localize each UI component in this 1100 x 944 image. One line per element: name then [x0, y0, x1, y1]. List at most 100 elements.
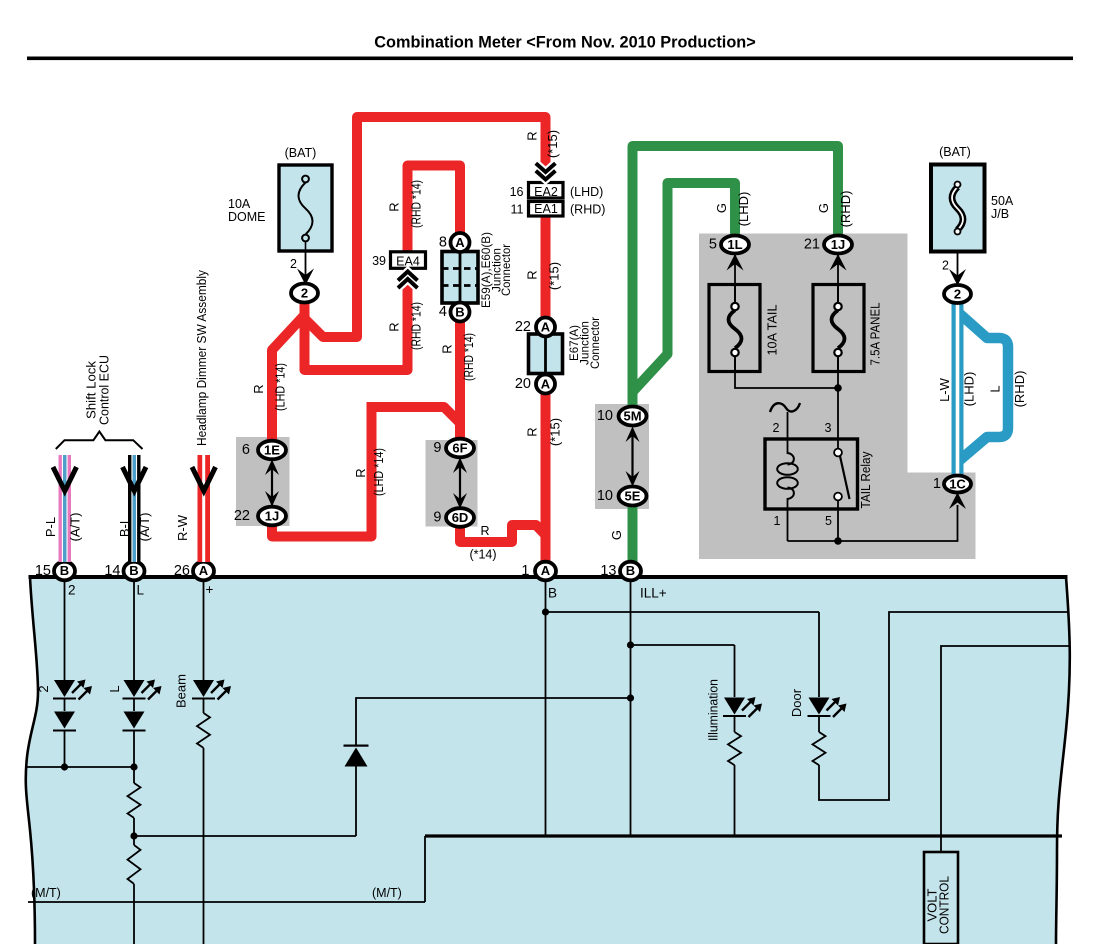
svg-text:2: 2 [954, 287, 961, 302]
svg-text:L: L [988, 385, 1003, 392]
svg-text:A: A [199, 563, 209, 578]
svg-text:(*15): (*15) [548, 418, 563, 446]
svg-text:B: B [60, 563, 69, 578]
svg-text:EA2: EA2 [534, 185, 558, 199]
svg-text:(RHD): (RHD) [1012, 371, 1027, 408]
svg-text:11: 11 [511, 203, 524, 217]
svg-text:1: 1 [521, 563, 529, 579]
svg-text:L-W: L-W [937, 377, 952, 402]
svg-text:5E: 5E [625, 489, 641, 504]
svg-text:(M/T): (M/T) [31, 886, 61, 900]
svg-text:(*14): (*14) [469, 548, 496, 562]
svg-text:16: 16 [510, 185, 524, 199]
svg-text:B: B [455, 305, 464, 320]
svg-text:39: 39 [372, 254, 386, 268]
svg-text:Junction: Junction [578, 321, 592, 365]
svg-text:21: 21 [804, 237, 820, 253]
svg-text:10: 10 [597, 488, 613, 504]
svg-text:(BAT): (BAT) [285, 146, 317, 160]
svg-text:5: 5 [825, 514, 832, 528]
svg-text:EA4: EA4 [396, 255, 420, 269]
svg-text:9: 9 [433, 510, 441, 526]
svg-text:B: B [626, 563, 635, 578]
svg-text:Junction: Junction [489, 248, 503, 292]
svg-text:Beam: Beam [174, 674, 189, 708]
svg-text:B: B [548, 586, 557, 601]
svg-text:(RHD *14): (RHD *14) [409, 180, 424, 228]
svg-text:G: G [816, 203, 831, 213]
svg-text:B: B [129, 563, 138, 578]
svg-text:Shift Lock: Shift Lock [84, 361, 99, 419]
svg-text:VOLT: VOLT [925, 888, 940, 921]
svg-text:E67(A): E67(A) [567, 325, 581, 361]
svg-text:CONTROL: CONTROL [937, 876, 952, 934]
svg-text:A: A [541, 377, 551, 392]
svg-text:Connector: Connector [499, 244, 513, 296]
svg-text:(*15): (*15) [545, 130, 560, 158]
svg-text:1: 1 [933, 476, 941, 492]
svg-text:6D: 6D [452, 510, 469, 525]
svg-text:2: 2 [301, 286, 308, 301]
svg-text:1E: 1E [264, 443, 280, 458]
svg-text:10A TAIL: 10A TAIL [764, 305, 779, 356]
svg-text:9: 9 [433, 440, 441, 456]
svg-text:ILL+: ILL+ [640, 586, 667, 601]
svg-text:L: L [107, 685, 122, 692]
svg-text:(A/T): (A/T) [68, 513, 83, 542]
svg-text:P-L: P-L [43, 517, 58, 537]
svg-text:6: 6 [242, 442, 250, 458]
svg-text:R: R [525, 131, 540, 140]
svg-text:13: 13 [600, 563, 616, 579]
svg-text:2: 2 [773, 421, 780, 435]
svg-text:7.5A PANEL: 7.5A PANEL [867, 303, 882, 366]
svg-text:(LHD): (LHD) [736, 192, 751, 227]
svg-text:(RHD *14): (RHD *14) [461, 333, 476, 381]
svg-text:15: 15 [35, 563, 51, 579]
svg-text:R: R [387, 322, 402, 331]
svg-text:22: 22 [515, 319, 531, 335]
svg-text:R-W: R-W [175, 514, 190, 541]
svg-text:E59(A),E60(B): E59(A),E60(B) [479, 232, 493, 308]
svg-text:(M/T): (M/T) [372, 886, 402, 900]
svg-text:14: 14 [104, 563, 120, 579]
svg-text:J/B: J/B [991, 207, 1009, 221]
svg-text:1: 1 [774, 514, 781, 528]
svg-text:R: R [440, 344, 455, 353]
svg-text:(RHD): (RHD) [838, 191, 853, 228]
svg-text:1L: 1L [727, 237, 742, 252]
svg-text:1J: 1J [831, 237, 845, 252]
svg-text:(BAT): (BAT) [939, 145, 971, 159]
svg-text:4: 4 [439, 304, 447, 320]
svg-text:22: 22 [234, 508, 250, 524]
svg-text:2: 2 [68, 583, 76, 598]
svg-text:R: R [480, 524, 489, 538]
svg-text:2: 2 [942, 259, 949, 273]
svg-text:(LHD *14): (LHD *14) [273, 363, 288, 411]
svg-text:R: R [525, 270, 540, 279]
svg-text:R: R [251, 384, 266, 393]
svg-text:DOME: DOME [228, 210, 266, 224]
svg-text:L: L [137, 583, 145, 598]
svg-text:R: R [525, 427, 540, 436]
svg-text:R: R [353, 468, 368, 477]
svg-text:Connector: Connector [588, 317, 602, 369]
svg-text:(LHD): (LHD) [570, 185, 603, 199]
svg-text:1C: 1C [949, 477, 966, 492]
svg-text:R: R [387, 202, 402, 211]
svg-text:2: 2 [290, 257, 297, 271]
svg-text:Control ECU: Control ECU [97, 355, 112, 425]
svg-text:(RHD *14): (RHD *14) [409, 302, 424, 350]
svg-text:1J: 1J [265, 509, 279, 524]
svg-text:TAIL Relay: TAIL Relay [858, 451, 873, 508]
svg-text:3: 3 [825, 421, 832, 435]
svg-text:(LHD): (LHD) [962, 372, 977, 407]
svg-text:B-L: B-L [117, 517, 132, 537]
svg-text:50A: 50A [991, 194, 1014, 208]
svg-text:EA1: EA1 [534, 202, 558, 216]
svg-text:8: 8 [439, 235, 447, 251]
svg-text:10: 10 [597, 408, 613, 424]
svg-text:Headlamp Dimmer SW Assembly: Headlamp Dimmer SW Assembly [194, 270, 209, 446]
svg-text:+: + [206, 582, 214, 597]
svg-text:G: G [609, 530, 624, 540]
svg-text:(*15): (*15) [547, 262, 562, 290]
